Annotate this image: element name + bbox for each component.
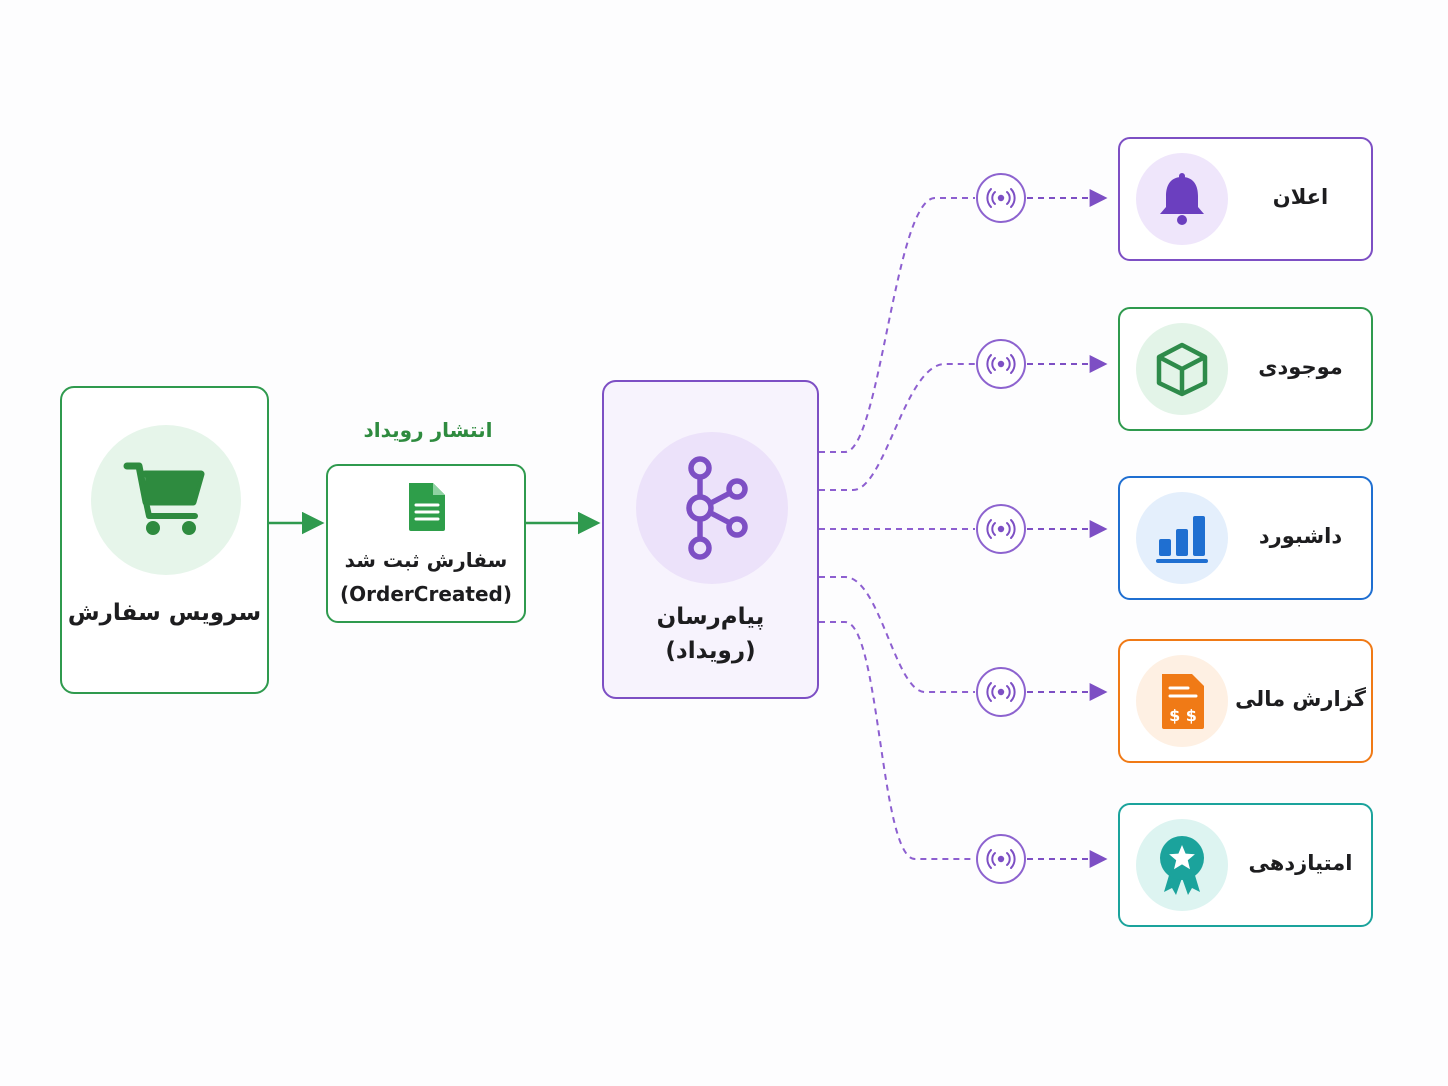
document-icon — [405, 481, 449, 537]
dashed-line-financial — [819, 576, 975, 693]
broadcast-icon — [976, 667, 1026, 717]
financial-report-consumer-node: $ $ گزارش مالی — [1118, 639, 1373, 763]
message-broker-node: پیام‌رسان (رویداد) — [602, 380, 819, 699]
broker-subtitle: (رویداد) — [665, 638, 756, 664]
dashed-line-notification — [819, 197, 975, 453]
dashed-line-rewards — [819, 621, 975, 860]
broker-hub-icon — [636, 432, 788, 584]
dashed-line-inventory — [819, 363, 975, 491]
bar-chart-icon — [1136, 492, 1228, 584]
inventory-label: موجودی — [1258, 355, 1343, 379]
dashboard-label: داشبورد — [1258, 524, 1343, 548]
broadcast-icon — [976, 504, 1026, 554]
publish-event-label: انتشار رویداد — [363, 418, 493, 442]
shopping-cart-icon — [91, 425, 241, 575]
broker-title: پیام‌رسان — [656, 604, 765, 630]
event-name: (OrderCreated) — [340, 582, 512, 606]
broadcast-icon — [976, 834, 1026, 884]
invoice-icon: $ $ — [1136, 655, 1228, 747]
bell-icon — [1136, 153, 1228, 245]
order-service-node: سرویس سفارش — [60, 386, 269, 694]
inventory-consumer-node: موجودی — [1118, 307, 1373, 431]
broadcast-icon — [976, 173, 1026, 223]
broadcast-icon — [976, 339, 1026, 389]
svg-text:$ $: $ $ — [1169, 706, 1197, 725]
notification-consumer-node: اعلان — [1118, 137, 1373, 261]
package-icon — [1136, 323, 1228, 415]
financial-report-label: گزارش مالی — [1235, 687, 1366, 711]
dashboard-consumer-node: داشبورد — [1118, 476, 1373, 600]
event-title: سفارش ثبت شد — [344, 548, 508, 572]
rewards-consumer-node: امتیازدهی — [1118, 803, 1373, 927]
order-created-event-node: سفارش ثبت شد (OrderCreated) — [326, 464, 526, 623]
order-service-label: سرویس سفارش — [67, 600, 262, 626]
badge-icon — [1136, 819, 1228, 911]
rewards-label: امتیازدهی — [1248, 851, 1353, 875]
notification-label: اعلان — [1272, 185, 1329, 209]
